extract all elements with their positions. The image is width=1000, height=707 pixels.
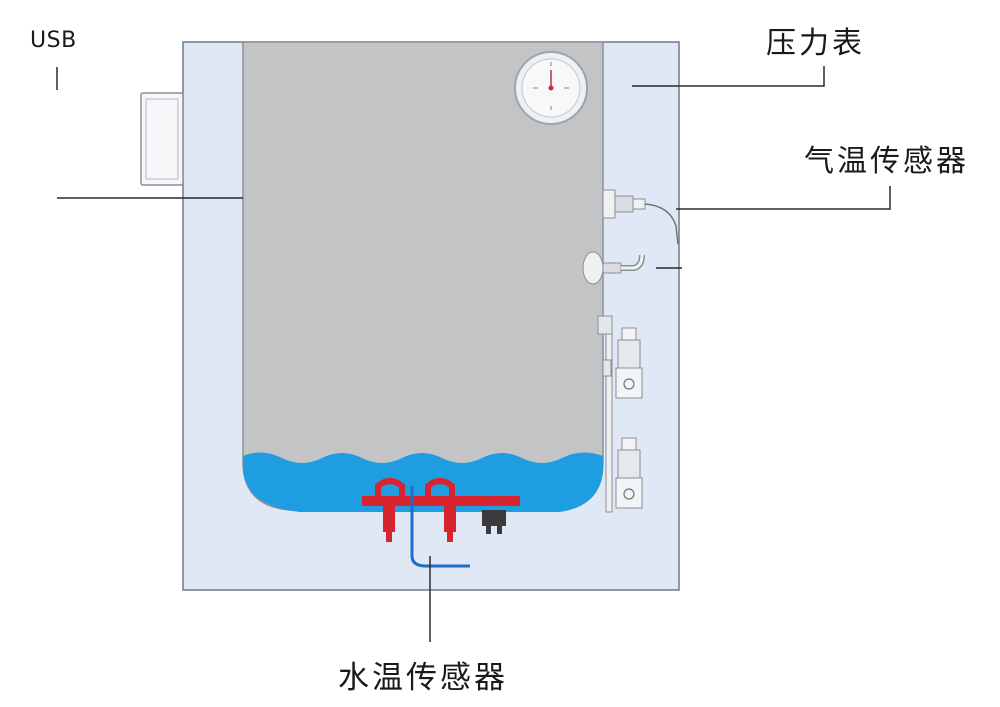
air-temp-sensor-label: 气温传感器 [804, 144, 969, 179]
water-sensor-wire [410, 486, 470, 568]
usb-label: USB [30, 28, 77, 53]
pressure-gauge-label: 压力表 [766, 26, 865, 61]
leader-lines [56, 66, 891, 642]
pressure-gauge-icon [514, 51, 588, 125]
solenoid-valve-icon [615, 437, 643, 509]
connector-terminal [482, 510, 506, 534]
water-temp-sensor-label: 水温传感器 [338, 660, 508, 696]
valve-assembly [597, 315, 643, 513]
elbow-fitting [582, 251, 645, 285]
heating-element-icon [362, 478, 520, 542]
usb-port-icon [140, 92, 184, 186]
solenoid-valve-icon [615, 327, 643, 399]
air-temp-sensor-fitting [602, 189, 679, 245]
